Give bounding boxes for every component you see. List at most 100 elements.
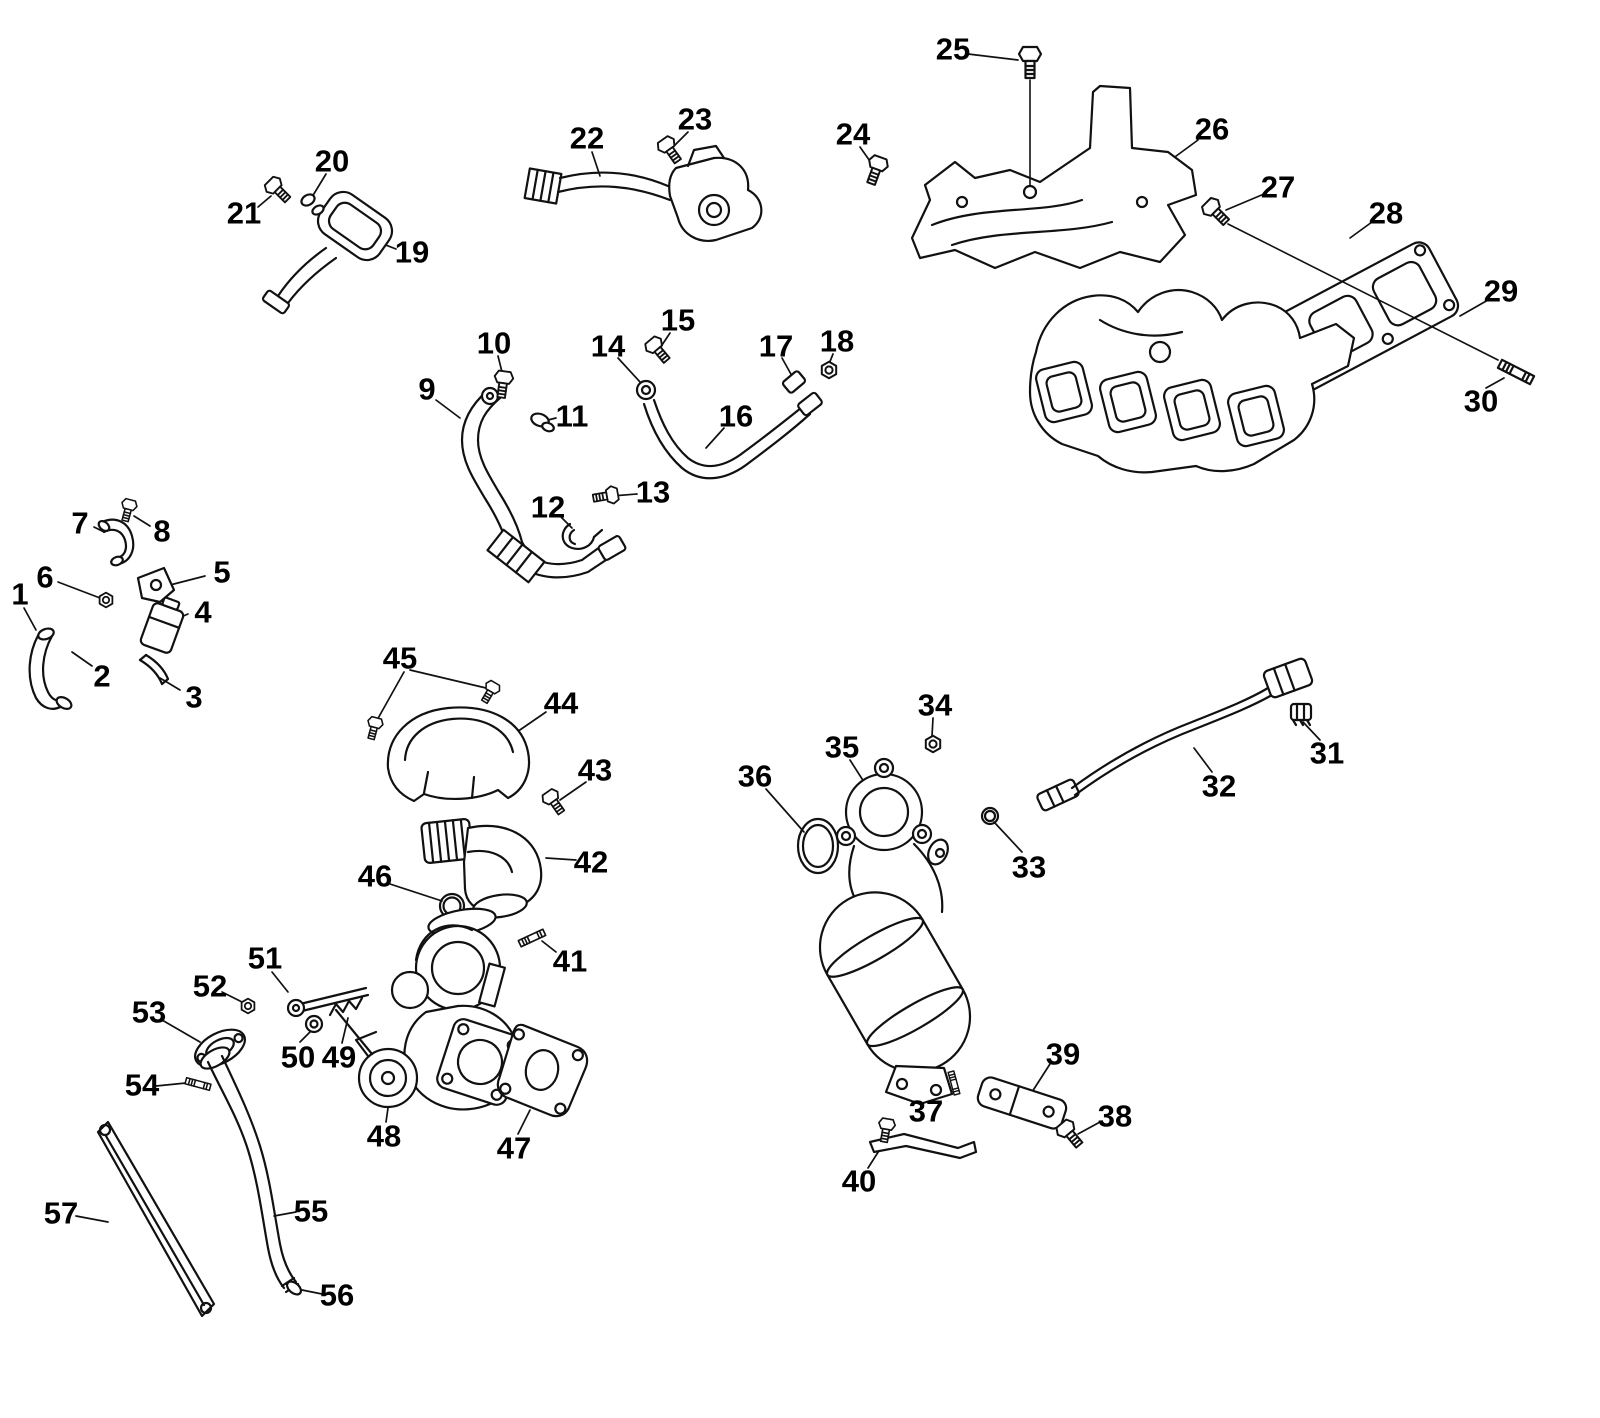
part-30-stud: [1496, 358, 1536, 386]
part-47-outlet-gasket: [496, 1023, 589, 1118]
part-28-exhaust-manifold: [1028, 288, 1356, 474]
callout-19: 19: [394, 234, 430, 270]
callout-34: 34: [917, 687, 953, 723]
part-17-fitting: [781, 370, 807, 394]
callout-33: 33: [1011, 849, 1047, 885]
callout-15: 15: [660, 302, 696, 338]
callout-46: 46: [357, 858, 393, 894]
part-48-actuator: [334, 1008, 419, 1109]
part-34-nut: [924, 734, 942, 754]
callout-7: 7: [71, 505, 89, 541]
callout-12: 12: [530, 489, 566, 525]
callout-11: 11: [555, 398, 589, 434]
callout-10: 10: [476, 325, 512, 361]
part-57-bracket-bar: [96, 1120, 216, 1318]
callout-29: 29: [1483, 273, 1519, 309]
part-32-oxygen-sensor: [1036, 657, 1314, 812]
callout-45: 45: [382, 640, 418, 676]
callout-41: 41: [552, 943, 588, 979]
callout-38: 38: [1097, 1098, 1133, 1134]
callout-14: 14: [590, 328, 626, 364]
callout-21: 21: [226, 195, 262, 231]
part-14-banjo-fitting: [635, 379, 657, 401]
callout-3: 3: [185, 679, 203, 715]
part-19-sensor: [261, 190, 394, 315]
callout-49: 49: [321, 1039, 357, 1075]
part-49-spring: [328, 996, 364, 1017]
callout-22: 22: [569, 120, 605, 156]
part-12-clamp: [561, 522, 604, 550]
callout-48: 48: [366, 1118, 402, 1154]
callout-18: 18: [819, 323, 855, 359]
callout-24: 24: [835, 116, 871, 152]
callout-37: 37: [908, 1093, 944, 1129]
part-50-fitting: [304, 1014, 324, 1034]
part-43-bolt: [539, 786, 570, 819]
part-54-stud: [184, 1076, 212, 1092]
callout-20: 20: [314, 143, 350, 179]
part-5-bracket: [136, 566, 176, 604]
callout-50: 50: [280, 1039, 316, 1075]
part-6-nut: [98, 591, 114, 609]
callout-31: 31: [1309, 735, 1345, 771]
callout-40: 40: [841, 1163, 877, 1199]
callout-9: 9: [418, 371, 436, 407]
part-36-o-ring: [796, 817, 840, 875]
part-31-clip: [1289, 702, 1313, 727]
callout-47: 47: [496, 1130, 532, 1166]
callout-1: 1: [11, 576, 29, 612]
callout-6: 6: [36, 559, 54, 595]
callout-52: 52: [192, 968, 228, 1004]
part-9-coolant-pipe: [460, 386, 627, 584]
part-44-turbo-heat-shield: [386, 706, 531, 803]
callout-2: 2: [93, 658, 111, 694]
callout-57: 57: [43, 1195, 79, 1231]
part-26-upper-heat-shield: [910, 84, 1198, 270]
part-25-bolt: [1017, 45, 1043, 187]
callout-39: 39: [1045, 1036, 1081, 1072]
leader-lines: [23, 53, 1505, 1295]
part-1-hose: [28, 627, 73, 710]
callout-43: 43: [577, 752, 613, 788]
part-41-stud: [517, 928, 547, 948]
callout-17: 17: [758, 328, 794, 364]
part-27-bolt: [1198, 194, 1499, 361]
part-21-bolt: [261, 173, 296, 208]
part-16-oil-pipe: [642, 391, 823, 480]
callout-44: 44: [543, 685, 579, 721]
callout-55: 55: [293, 1193, 329, 1229]
callout-13: 13: [635, 474, 671, 510]
callout-36: 36: [737, 758, 773, 794]
callout-23: 23: [677, 101, 713, 137]
callout-28: 28: [1368, 195, 1404, 231]
callout-30: 30: [1463, 383, 1499, 419]
callout-27: 27: [1260, 169, 1296, 205]
part-52-nut: [240, 997, 256, 1015]
part-20-clip: [300, 193, 325, 216]
part-23-valve: [654, 133, 763, 242]
callout-25: 25: [935, 31, 971, 67]
callout-16: 16: [718, 398, 754, 434]
part-22-hose: [523, 167, 672, 205]
part-39-bracket: [976, 1076, 1068, 1130]
part-33-o-ring: [980, 806, 1000, 826]
callout-35: 35: [824, 729, 860, 765]
part-56-pipe-end: [280, 1276, 303, 1296]
callout-5: 5: [213, 554, 231, 590]
callout-26: 26: [1194, 111, 1230, 147]
part-13-bolt: [590, 484, 621, 508]
part-4-solenoid: [139, 596, 185, 654]
part-8-bolt: [116, 497, 139, 524]
callout-53: 53: [131, 994, 167, 1030]
part-51-wastegate-rod: [286, 986, 370, 1018]
part-7-hose: [97, 518, 135, 567]
part-55-oil-drain-pipe: [199, 1046, 298, 1290]
callout-54: 54: [124, 1067, 160, 1103]
callout-32: 32: [1201, 768, 1237, 804]
callout-4: 4: [194, 594, 212, 630]
callout-8: 8: [153, 513, 171, 549]
callout-56: 56: [319, 1277, 355, 1313]
callout-51: 51: [247, 940, 283, 976]
